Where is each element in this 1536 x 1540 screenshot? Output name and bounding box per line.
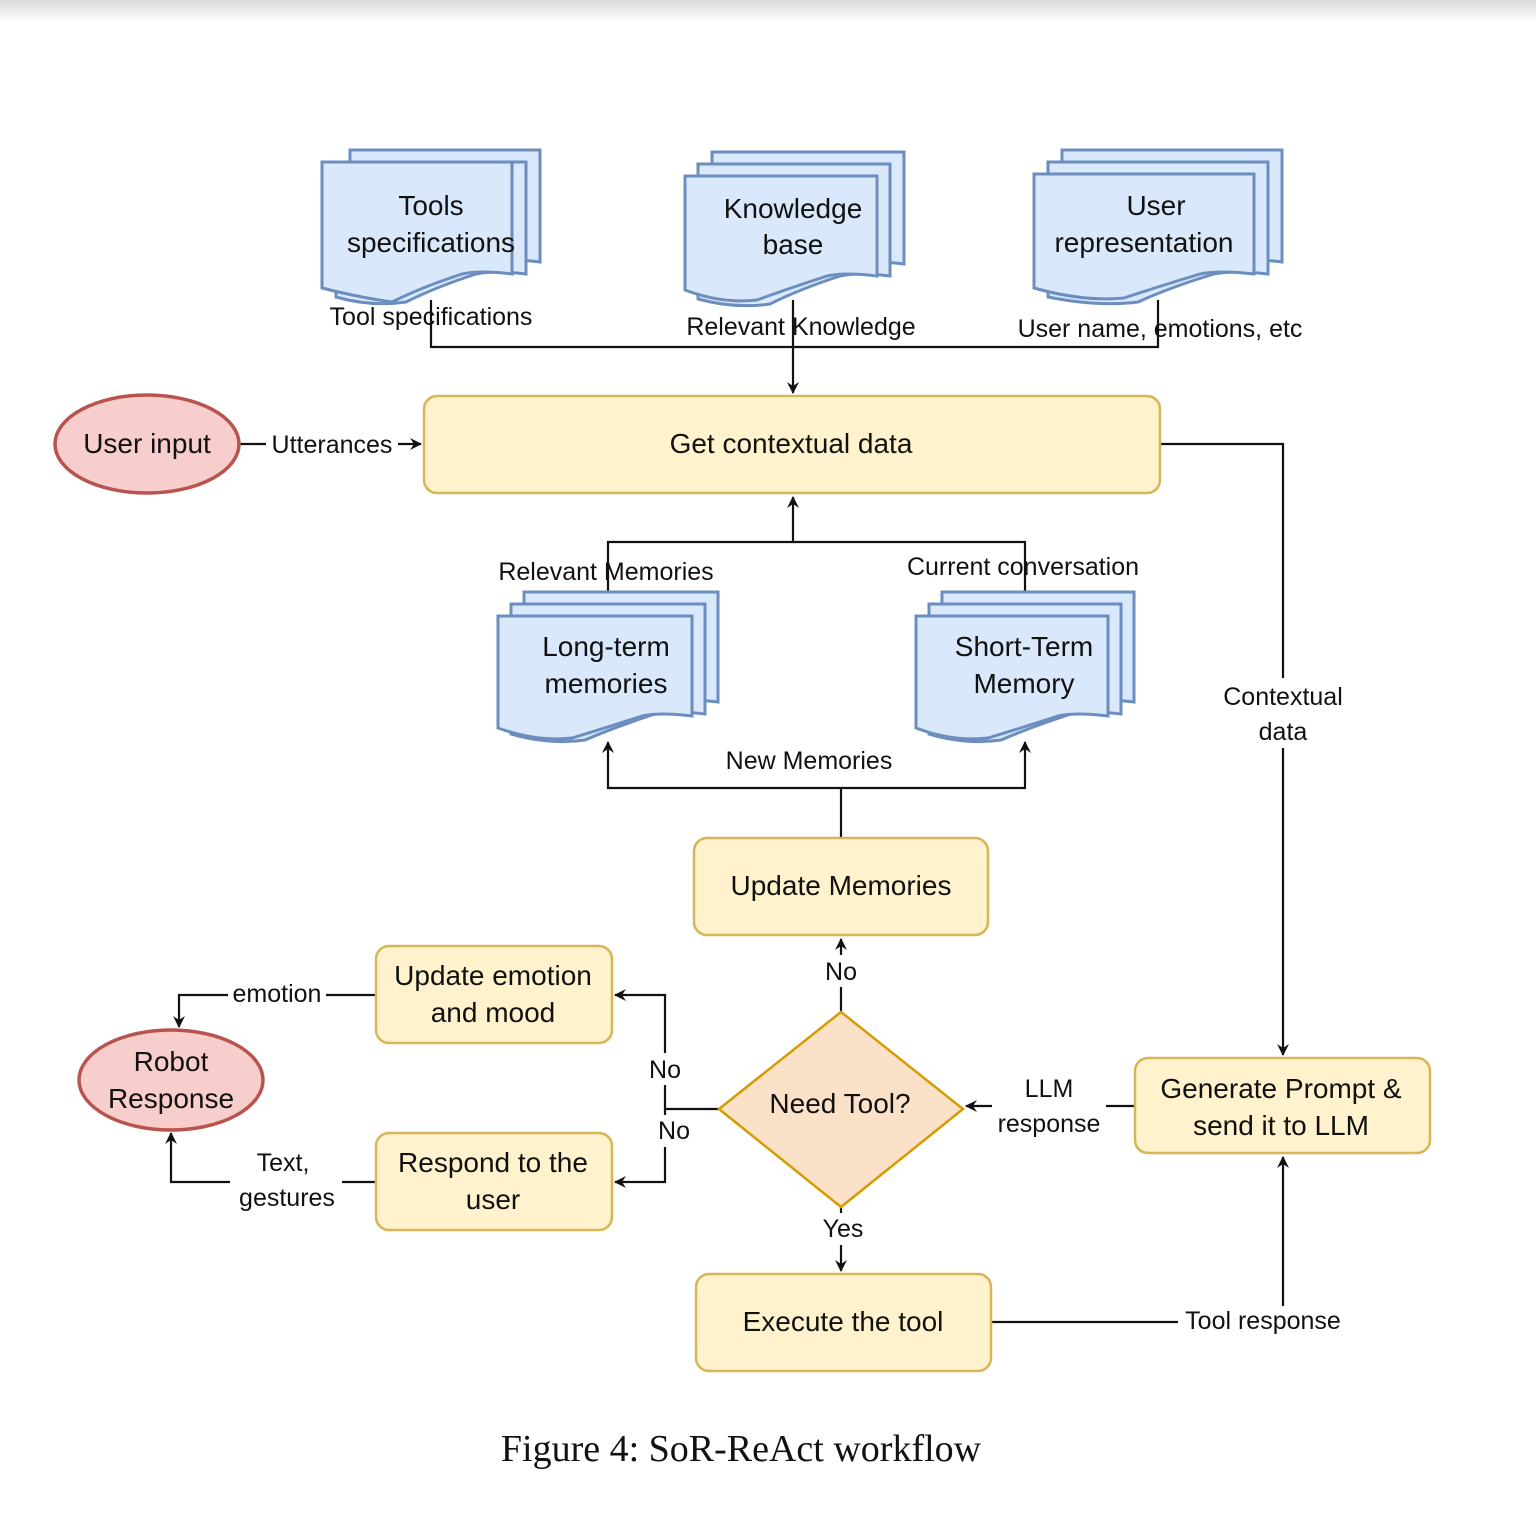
edge-label-yes: Yes <box>823 1215 864 1243</box>
edge-tools-to-context <box>429 300 793 349</box>
edge-label-llm-line2: response <box>998 1110 1101 1138</box>
edge-label-text-line1: Text, <box>257 1149 310 1177</box>
short-term-memory-doc: Short-Term Memory <box>914 590 1136 744</box>
edge-new-mem-left <box>602 741 841 790</box>
get-contextual-data-label: Get contextual data <box>670 428 913 459</box>
robot-response-terminal: Robot Response <box>77 1028 265 1132</box>
edge-labels: Tool specifications Relevant Knowledge U… <box>228 303 1354 1336</box>
need-tool-label: Need Tool? <box>769 1088 910 1119</box>
respond-user-process: Respond to the user <box>374 1131 614 1232</box>
edge-new-mem-right <box>841 741 1031 790</box>
generate-prompt-line2: send it to LLM <box>1193 1110 1369 1141</box>
user-input-label: User input <box>83 428 211 459</box>
edge-label-llm-line1: LLM <box>1025 1075 1074 1103</box>
edge-label-relevant-memories: Relevant Memories <box>498 558 713 586</box>
tools-specifications-doc: Tools specifications <box>320 148 542 306</box>
knowledge-base-line2: base <box>763 229 824 260</box>
edge-label-tool-specifications: Tool specifications <box>330 303 533 331</box>
long-term-memories-doc: Long-term memories <box>496 590 720 744</box>
edge-label-relevant-knowledge: Relevant Knowledge <box>686 313 915 341</box>
edge-label-contextual-line2: data <box>1259 718 1308 746</box>
edge-shortterm-to-context <box>793 540 1027 595</box>
long-term-memories-line1: Long-term <box>542 631 670 662</box>
edge-context-to-generate <box>1160 442 1289 1056</box>
update-emotion-line2: and mood <box>431 997 556 1028</box>
respond-user-line1: Respond to the <box>398 1147 588 1178</box>
edge-label-new-memories: New Memories <box>726 747 893 775</box>
figure-caption: Figure 4: SoR-ReAct workflow <box>501 1428 982 1470</box>
tools-specifications-line1: Tools <box>398 190 463 221</box>
edge-label-contextual-line1: Contextual <box>1223 683 1343 711</box>
execute-tool-process: Execute the tool <box>694 1272 993 1373</box>
edge-longterm-to-context <box>606 496 799 595</box>
update-emotion-line1: Update emotion <box>394 960 592 991</box>
user-representation-line1: User <box>1126 190 1185 221</box>
get-contextual-data-process: Get contextual data <box>422 394 1162 495</box>
knowledge-base-line1: Knowledge <box>724 193 863 224</box>
knowledge-base-doc: Knowledge base <box>683 150 906 308</box>
update-memories-label: Update Memories <box>731 870 952 901</box>
edge-user-rep-to-context <box>793 300 1160 349</box>
edge-label-no-update-memories: No <box>825 958 857 986</box>
edge-execute-to-generate <box>991 1156 1289 1324</box>
edge-label-no-emotion: No <box>649 1056 681 1084</box>
short-term-memory-line2: Memory <box>973 668 1074 699</box>
edge-needtool-to-emotion <box>614 989 719 1111</box>
edge-label-tool-response: Tool response <box>1185 1307 1341 1335</box>
need-tool-decision: Need Tool? <box>716 1010 966 1209</box>
user-representation-doc: User representation <box>1032 148 1284 306</box>
edge-label-no-respond: No <box>658 1117 690 1145</box>
long-term-memories-line2: memories <box>545 668 668 699</box>
edge-label-emotion: emotion <box>233 980 322 1008</box>
edge-label-text-line2: gestures <box>239 1184 335 1212</box>
respond-user-line2: user <box>466 1184 520 1215</box>
tools-specifications-line2: specifications <box>347 227 515 258</box>
user-input-terminal: User input <box>53 393 241 495</box>
edge-label-user-name-emotions: User name, emotions, etc <box>1018 315 1303 343</box>
generate-prompt-line1: Generate Prompt & <box>1160 1073 1402 1104</box>
generate-prompt-process: Generate Prompt & send it to LLM <box>1133 1056 1432 1155</box>
execute-tool-label: Execute the tool <box>743 1306 944 1337</box>
robot-response-line1: Robot <box>134 1046 209 1077</box>
robot-response-line2: Response <box>108 1083 234 1114</box>
edge-label-utterances: Utterances <box>272 431 393 459</box>
short-term-memory-line1: Short-Term <box>955 631 1093 662</box>
update-memories-process: Update Memories <box>692 836 990 937</box>
user-representation-line2: representation <box>1054 227 1233 258</box>
update-emotion-process: Update emotion and mood <box>374 944 614 1045</box>
top-shadow <box>0 0 1536 22</box>
edge-label-current-conversation: Current conversation <box>907 553 1139 581</box>
